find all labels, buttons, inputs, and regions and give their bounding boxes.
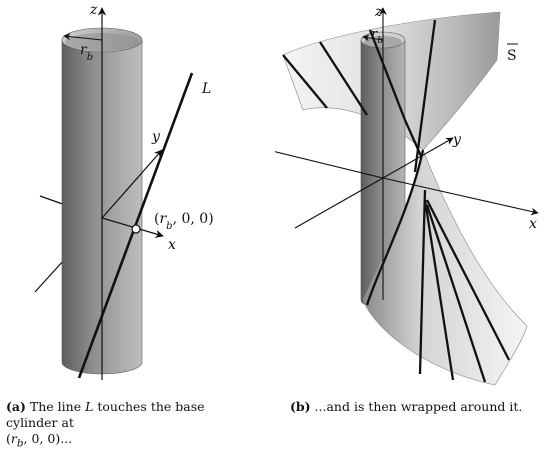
ruling-3 — [368, 29, 423, 157]
line-L-label: L — [201, 81, 211, 97]
ruling-2 — [319, 41, 368, 116]
caption-a: (a) The line L touches the base cylinder… — [6, 399, 256, 452]
surface-label-text: S — [507, 48, 517, 64]
ruling-4 — [413, 19, 437, 173]
caption-a-tag: (a) — [6, 399, 26, 414]
radius-label: rb — [371, 27, 383, 46]
radius-arrow — [362, 34, 384, 42]
y-axis-label: y — [452, 132, 462, 148]
x-axis-label: x — [529, 216, 537, 232]
y-axis-back — [294, 177, 384, 229]
caption-a-var: L — [85, 399, 94, 414]
lower-surface — [362, 148, 528, 386]
touch-point — [131, 224, 141, 234]
ruling-6 — [418, 189, 427, 375]
caption-b-tag: (b) — [290, 399, 311, 414]
caption-a-line2-rest: , 0, 0)... — [23, 431, 73, 446]
surface-label: S — [507, 43, 518, 64]
caption-a-text-after: touches the base cylinder at — [6, 399, 205, 430]
y-axis-front — [382, 137, 454, 179]
caption-b-text: ...and is then wrapped around it. — [310, 399, 523, 414]
z-axis-label: z — [374, 4, 383, 20]
panel-a-diagram: rb z y x L (rb, 0, 0) — [34, 2, 214, 380]
radius-label: rb — [80, 42, 93, 63]
caption-a-line2-r: r — [10, 431, 17, 446]
touch-point-label: (rb, 0, 0) — [154, 211, 214, 232]
caption-a-text-before: The line — [25, 399, 86, 414]
panel-b-diagram: rb z y x S — [275, 4, 539, 386]
ruling-5 — [365, 149, 425, 306]
x-axis-front — [382, 177, 539, 216]
radius-arrow — [63, 33, 103, 41]
ruling-9 — [425, 199, 511, 361]
caption-a-line2-sub: b — [16, 437, 24, 450]
x-axis-label: x — [168, 237, 176, 253]
ruling-1 — [282, 54, 328, 109]
x-axis-back — [275, 151, 384, 179]
surface-rulings — [282, 19, 511, 383]
y-axis-front — [101, 149, 163, 219]
y-axis-label: y — [151, 129, 161, 145]
ruling-8 — [425, 204, 487, 383]
z-axis-label: z — [89, 2, 98, 18]
caption-b: (b) ...and is then wrapped around it. — [290, 399, 540, 415]
caption-a-line2-open: ( — [6, 431, 11, 446]
ruling-7 — [423, 199, 455, 381]
